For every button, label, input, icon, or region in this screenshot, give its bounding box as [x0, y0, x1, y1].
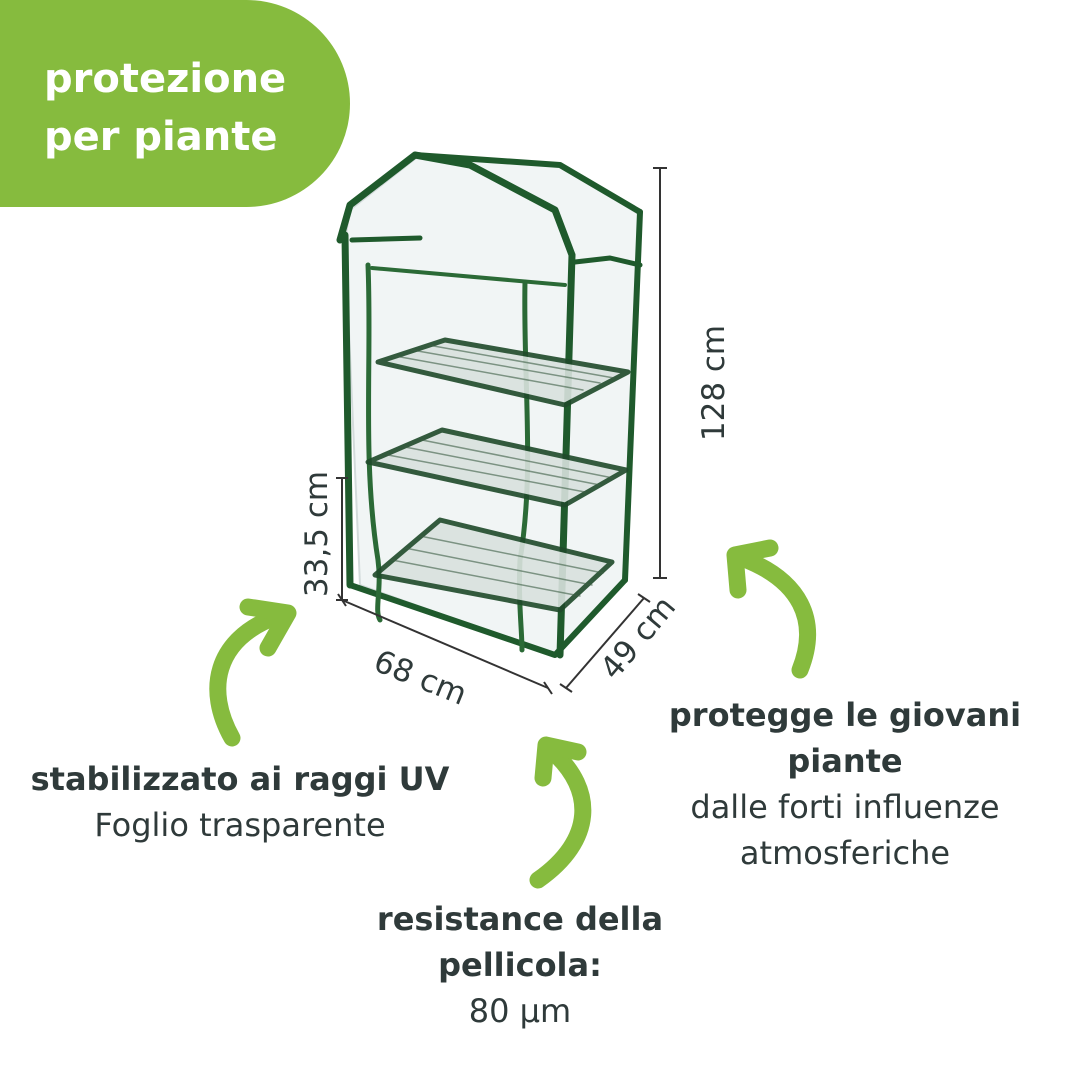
protect-feature: protegge le giovani piante dalle forti i…	[655, 692, 1035, 876]
curved-arrow-icon	[726, 539, 816, 679]
protect-feature-title-2: piante	[787, 742, 903, 780]
uv-feature-text: Foglio trasparente	[94, 806, 386, 844]
dimension-lines	[336, 167, 667, 695]
film-feature-value: 80 µm	[468, 992, 572, 1030]
badge-title: protezione per piante	[44, 50, 286, 166]
badge-title-line2: per piante	[44, 114, 278, 160]
film-feature-title-1: resistance della	[376, 900, 664, 938]
title-badge: protezione per piante	[0, 0, 350, 207]
protect-feature-text-2: atmosferiche	[739, 834, 951, 872]
shelf-gap-label: 33,5 cm	[299, 470, 336, 598]
height-label: 128 cm	[696, 324, 733, 442]
uv-feature-title: stabilizzato ai raggi UV	[30, 760, 450, 798]
film-feature: resistance della pellicola: 80 µm	[360, 896, 680, 1034]
curved-arrow-icon	[529, 736, 592, 889]
uv-feature: stabilizzato ai raggi UV Foglio traspare…	[20, 756, 460, 848]
protect-feature-title-1: protegge le giovani	[668, 696, 1022, 734]
film-feature-title-2: pellicola:	[438, 946, 602, 984]
badge-title-line1: protezione	[44, 56, 287, 102]
protect-feature-text-1: dalle forti influenze	[690, 788, 1000, 826]
greenhouse-image	[336, 151, 643, 659]
curved-arrow-icon	[209, 598, 297, 747]
